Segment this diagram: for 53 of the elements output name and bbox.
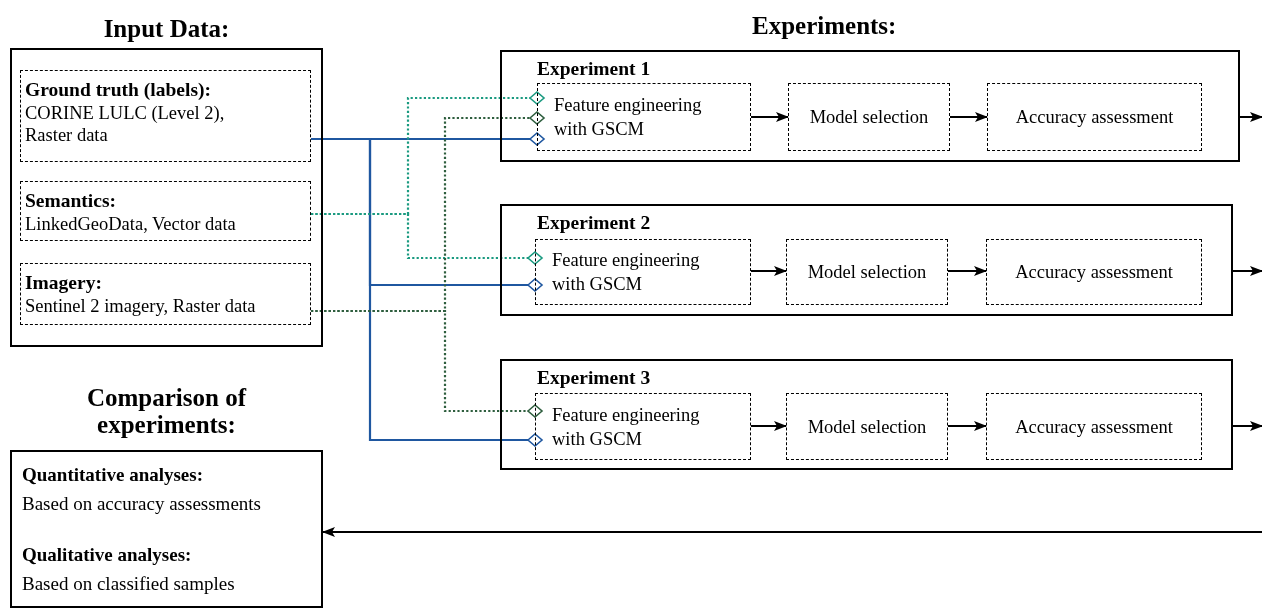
experiment-title: Experiment 1 (537, 58, 651, 80)
input-description: Sentinel 2 imagery, Raster data (25, 295, 256, 317)
section-title: Experiments: (752, 12, 897, 39)
input-description: LinkedGeoData, Vector data (25, 213, 236, 235)
process-label: Feature engineering with GSCM (551, 403, 701, 451)
process-label: Accuracy assessment (1015, 415, 1173, 439)
input-heading: Imagery: (25, 272, 102, 294)
input-data-box (20, 263, 311, 325)
arrow (1232, 266, 1262, 276)
section-heading: Quantitative analyses: (22, 464, 204, 486)
process-box (535, 393, 751, 460)
input-heading: Semantics: (25, 190, 116, 212)
description-text: Based on classified samples (22, 573, 235, 595)
arrow (947, 421, 987, 431)
connector (311, 137, 543, 447)
arrow (947, 266, 987, 276)
process-label: Accuracy assessment (1015, 261, 1173, 284)
input-description: CORINE LULC (Level 2), Raster data (25, 102, 226, 146)
input-data-box (20, 181, 311, 241)
process-label: Model selection (807, 261, 927, 284)
panel-heading: Input Data: (102, 15, 231, 42)
process-label: Model selection (809, 106, 929, 129)
arrow (750, 112, 789, 122)
arrow (322, 527, 1262, 537)
arrow (750, 421, 787, 431)
process-box (535, 239, 751, 305)
section-heading: Qualitative analyses: (22, 544, 192, 566)
process-box (786, 239, 948, 305)
process-label: Accuracy assessment (1015, 106, 1174, 129)
panel-heading: Comparison of experiments: (85, 384, 248, 438)
process-box (788, 83, 950, 151)
description-text: Based on accuracy assessments (22, 493, 261, 515)
dotted-connector (311, 212, 543, 265)
process-box (786, 393, 948, 460)
dotted-connector (311, 309, 543, 418)
process-label: Feature engineering with GSCM (553, 94, 703, 141)
process-label: Model selection (807, 415, 927, 439)
experiment-panel (500, 204, 1233, 316)
experiment-panel (500, 50, 1240, 162)
process-box (987, 83, 1202, 151)
process-label: Feature engineering with GSCM (551, 249, 701, 296)
experiment-title: Experiment 2 (537, 212, 651, 234)
experiment-panel (500, 359, 1233, 470)
experiment-title: Experiment 3 (537, 367, 651, 389)
arrow (1232, 421, 1262, 431)
arrow (949, 112, 988, 122)
input-data-box (20, 70, 311, 162)
input-heading: Ground truth (labels): (25, 79, 211, 101)
arrow (1239, 112, 1262, 122)
process-box (986, 393, 1202, 460)
arrow (750, 266, 787, 276)
process-box (537, 83, 751, 151)
process-box (986, 239, 1202, 305)
